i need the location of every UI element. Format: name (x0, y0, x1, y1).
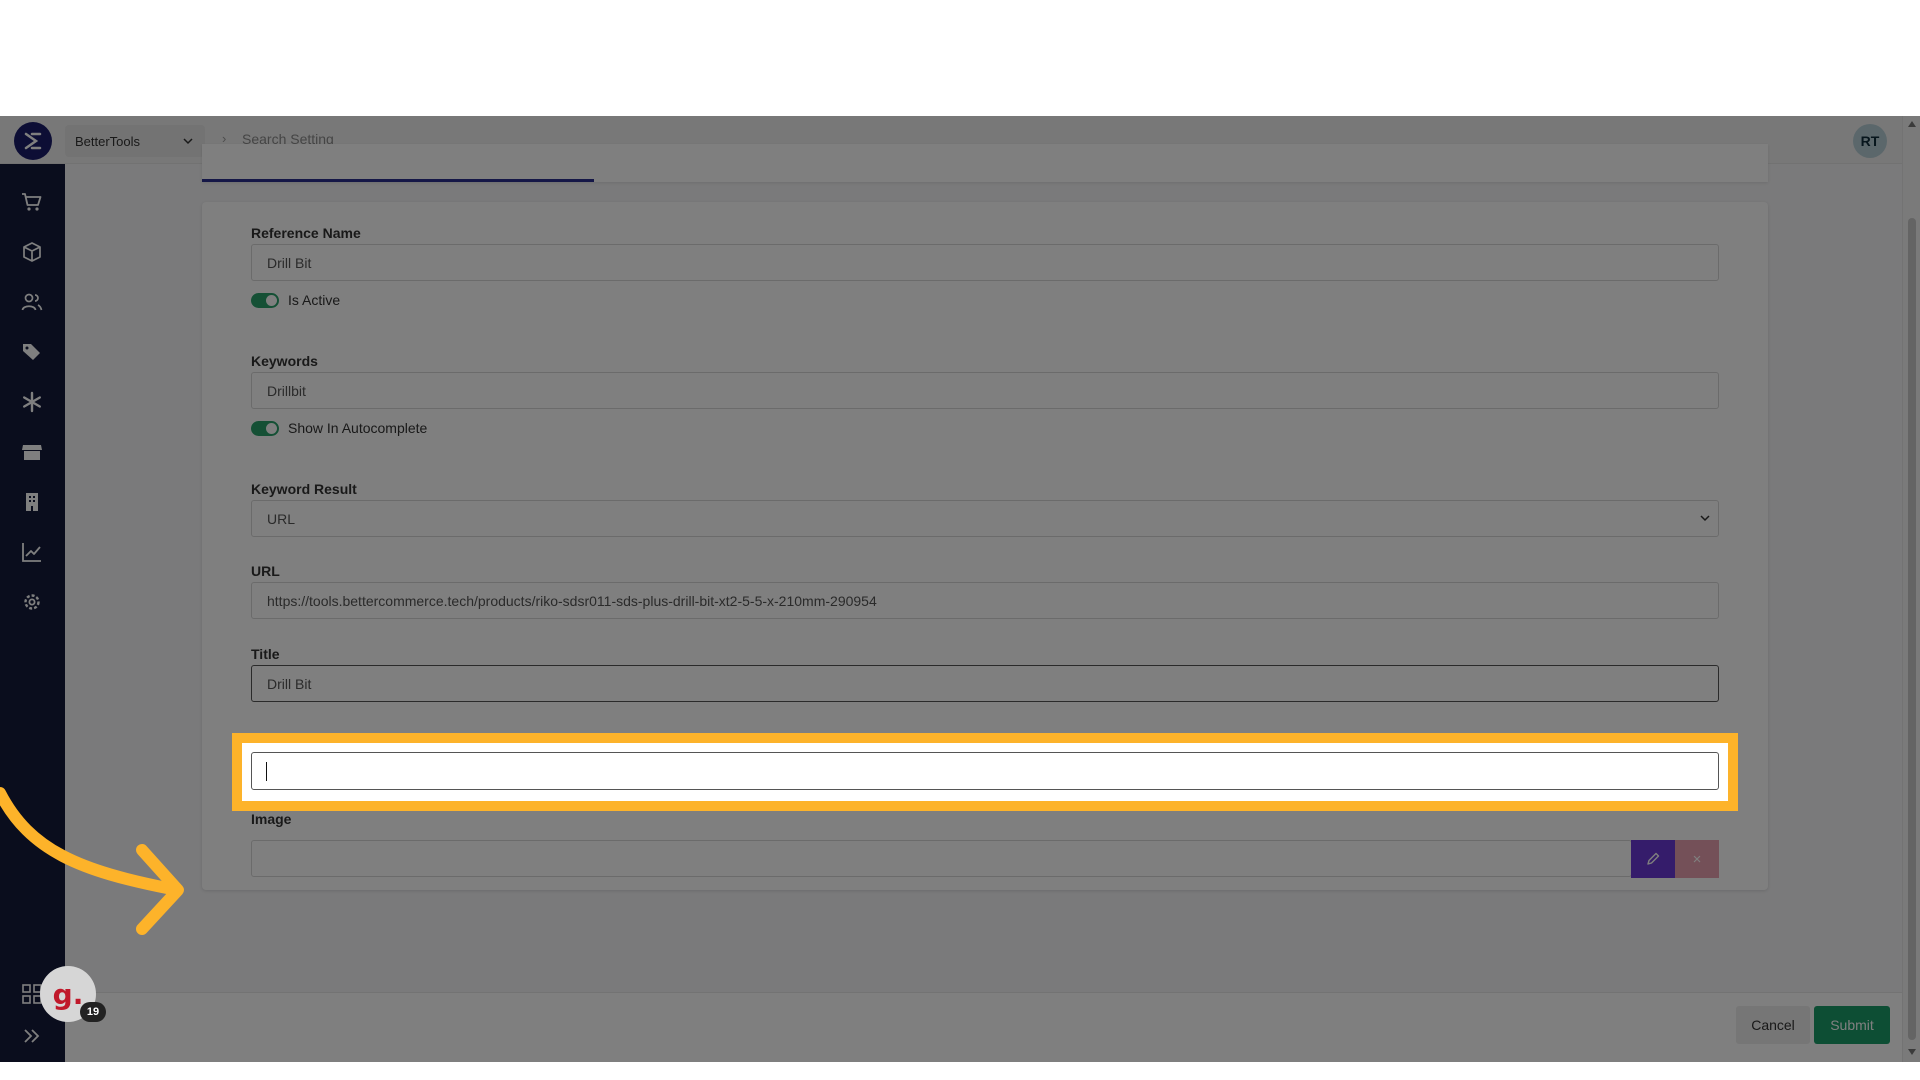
cancel-button[interactable]: Cancel (1736, 1006, 1810, 1044)
scroll-thumb[interactable] (1908, 218, 1916, 1040)
sidebar-item-stores[interactable] (18, 438, 46, 466)
show-autocomplete-label: Show In Autocomplete (288, 420, 428, 436)
image-clear-button[interactable]: × (1675, 840, 1719, 878)
form-footer: Cancel Submit (65, 992, 1902, 1062)
app-window: BetterTools › Search Setting RT (0, 116, 1920, 1062)
store-name: BetterTools (75, 134, 141, 149)
avatar[interactable]: RT (1853, 124, 1887, 158)
keyword-result-select[interactable]: URL (251, 500, 1719, 537)
show-autocomplete-toggle[interactable] (251, 421, 279, 436)
sidebar-item-attributes[interactable] (18, 388, 46, 416)
store-selector[interactable]: BetterTools (65, 125, 205, 157)
image-label: Image (251, 811, 292, 827)
reference-name-label: Reference Name (251, 225, 361, 241)
guide-logo: g. (52, 977, 84, 1011)
submit-button[interactable]: Submit (1814, 1006, 1890, 1044)
image-input[interactable] (251, 840, 1632, 877)
sidebar-item-customers[interactable] (18, 288, 46, 316)
sidebar-item-orders[interactable] (18, 188, 46, 216)
store-icon (22, 445, 42, 460)
cart-icon (22, 193, 42, 211)
scrollbar[interactable] (1902, 116, 1920, 1062)
description-input[interactable] (251, 752, 1719, 790)
building-icon (26, 493, 38, 511)
chevron-down-icon (1700, 515, 1710, 522)
box-icon (23, 242, 41, 262)
tags-icon (23, 344, 40, 360)
users-icon (21, 293, 43, 311)
logo-icon (24, 132, 42, 150)
sidebar-expand[interactable] (18, 1022, 46, 1050)
url-label: URL (251, 563, 280, 579)
chart-icon (22, 543, 41, 562)
sidebar-item-reports[interactable] (18, 538, 46, 566)
reference-name-input[interactable]: Drill Bit (251, 244, 1719, 281)
keyword-result-label: Keyword Result (251, 481, 357, 497)
chevrons-right-icon (24, 1029, 40, 1043)
sidebar-item-products[interactable] (18, 238, 46, 266)
keywords-label: Keywords (251, 353, 318, 369)
toggle-knob (266, 423, 277, 434)
app-logo[interactable] (14, 122, 52, 160)
keywords-input[interactable]: Drillbit (251, 372, 1719, 409)
pencil-icon (1647, 852, 1660, 865)
title-label: Title (251, 646, 280, 662)
highlight-frame (232, 733, 1738, 811)
main-content: Reference Name Drill Bit Is Active Keywo… (65, 144, 1902, 1062)
chevron-down-icon (183, 138, 193, 145)
title-input[interactable]: Drill Bit (251, 665, 1719, 702)
sidebar-item-promotions[interactable] (18, 338, 46, 366)
image-edit-button[interactable] (1631, 840, 1675, 878)
guide-step-count: 19 (80, 1002, 106, 1022)
sidebar-item-company[interactable] (18, 488, 46, 516)
asterisk-icon (23, 391, 41, 413)
guide-arrow-icon (0, 787, 184, 935)
text-caret (266, 762, 267, 781)
scroll-up-icon[interactable] (1907, 120, 1917, 128)
active-tab-indicator (202, 179, 594, 182)
keyword-result-value: URL (267, 511, 296, 527)
toggle-knob (266, 295, 277, 306)
is-active-toggle[interactable] (251, 293, 279, 308)
is-active-label: Is Active (288, 292, 341, 308)
tab-bar (202, 144, 1768, 182)
url-input[interactable]: https://tools.bettercommerce.tech/produc… (251, 582, 1719, 619)
scroll-down-icon[interactable] (1907, 1048, 1917, 1056)
gear-icon (24, 594, 40, 610)
sidebar-item-settings[interactable] (18, 588, 46, 616)
